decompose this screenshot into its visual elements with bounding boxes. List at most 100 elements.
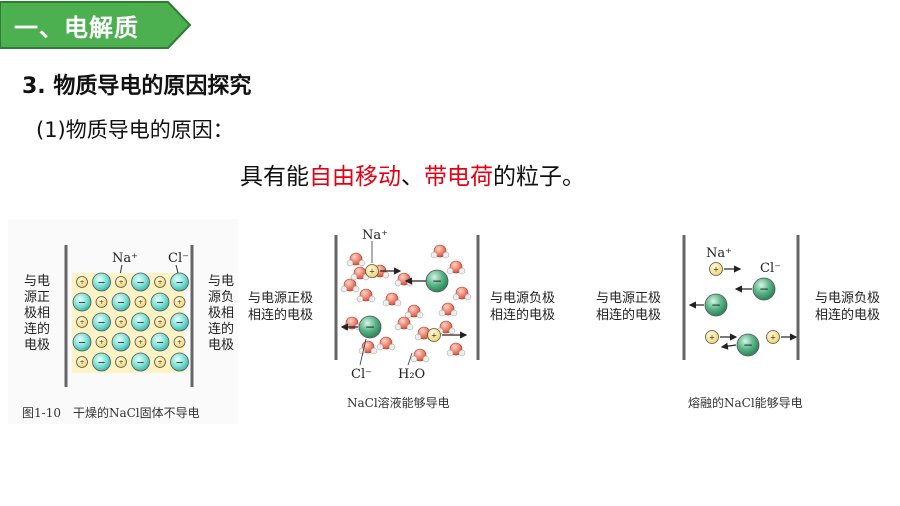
solid-left-label-line: 连的 bbox=[24, 321, 50, 337]
svg-text:−: − bbox=[136, 357, 144, 368]
svg-text:+: + bbox=[431, 330, 437, 339]
plus-ion-icon: + bbox=[173, 336, 186, 348]
minus-ion-icon: − bbox=[704, 293, 728, 317]
water-molecule bbox=[350, 266, 370, 281]
answer-prefix: 具有能 bbox=[240, 164, 309, 190]
water-molecule bbox=[382, 292, 402, 307]
minus-ion-icon: − bbox=[736, 333, 760, 357]
minus-ion-icon: − bbox=[425, 269, 449, 293]
svg-text:+: + bbox=[369, 266, 375, 275]
minus-ion-icon: − bbox=[170, 312, 189, 332]
plus-ion-icon: + bbox=[173, 296, 186, 308]
svg-text:+: + bbox=[177, 339, 182, 346]
sub-title: (1)物质导电的原因： bbox=[36, 118, 234, 142]
solution-particles: + + − − bbox=[340, 241, 472, 366]
solution-right-label-line: 与电源负极 bbox=[490, 291, 555, 306]
plus-ion-icon: + bbox=[365, 264, 379, 278]
water-molecule bbox=[346, 252, 366, 267]
water-molecule bbox=[404, 304, 424, 319]
solution-figure: 与电源正极 相连的电极 与电源负极 相连的电极 Na⁺ Cl⁻ H₂O ++−−… bbox=[248, 228, 555, 410]
svg-text:−: − bbox=[117, 337, 125, 348]
minus-ion-icon: − bbox=[752, 277, 776, 301]
section-banner: 一、电解质 bbox=[0, 0, 192, 50]
banner-shape bbox=[0, 1, 192, 49]
svg-text:+: + bbox=[99, 339, 104, 346]
svg-text:−: − bbox=[156, 297, 164, 308]
svg-text:+: + bbox=[118, 279, 123, 286]
solid-right-label-line: 与电 bbox=[208, 274, 234, 289]
molten-left-label-line: 相连的电极 bbox=[596, 307, 661, 323]
minus-ion-icon: − bbox=[150, 332, 170, 352]
molten-figure: 与电源正极 相连的电极 与电源负极 相连的电极 Na⁺ Cl⁻ +++−−− 熔… bbox=[596, 235, 880, 410]
svg-text:+: + bbox=[118, 319, 123, 326]
minus-ion-icon: − bbox=[111, 292, 131, 312]
water-molecule bbox=[446, 260, 466, 275]
svg-text:−: − bbox=[97, 277, 105, 288]
solid-left-label-line: 与电 bbox=[24, 274, 50, 289]
svg-text:+: + bbox=[709, 332, 715, 341]
figure-svg: 与电 源正 极相 连的 电极 与电 源负 极相 连的 电极 Na⁺ Cl⁻ +−… bbox=[8, 219, 880, 424]
plus-ion-icon: + bbox=[134, 336, 147, 348]
svg-text:+: + bbox=[138, 339, 143, 346]
plus-ion-icon: + bbox=[134, 296, 147, 308]
solid-na-label: Na⁺ bbox=[112, 251, 138, 266]
water-molecule bbox=[394, 272, 414, 287]
svg-text:−: − bbox=[97, 317, 105, 328]
minus-ion-icon: − bbox=[131, 272, 150, 292]
svg-text:−: − bbox=[711, 298, 721, 312]
solid-right-label-line: 连的 bbox=[208, 321, 234, 337]
molten-na-label: Na⁺ bbox=[706, 246, 732, 261]
molten-cl-label: Cl⁻ bbox=[760, 261, 781, 276]
svg-text:+: + bbox=[157, 319, 162, 326]
plus-ion-icon: + bbox=[95, 336, 108, 348]
plus-ion-icon: + bbox=[709, 262, 723, 276]
solid-left-label-line: 电极 bbox=[24, 338, 50, 353]
svg-text:+: + bbox=[79, 279, 84, 286]
svg-text:−: − bbox=[117, 297, 125, 308]
water-molecule bbox=[376, 336, 396, 351]
solid-left-label-line: 源正 bbox=[24, 290, 50, 305]
minus-ion-icon: − bbox=[150, 292, 170, 312]
minus-ion-icon: − bbox=[72, 292, 92, 312]
svg-text:+: + bbox=[177, 299, 182, 306]
minus-ion-icon: − bbox=[131, 352, 150, 372]
water-molecule bbox=[430, 244, 450, 259]
svg-text:−: − bbox=[759, 282, 769, 296]
solution-right-label-line: 相连的电极 bbox=[490, 307, 555, 323]
svg-text:−: − bbox=[156, 337, 164, 348]
figure-row: 与电 源正 极相 连的 电极 与电 源负 极相 连的 电极 Na⁺ Cl⁻ +−… bbox=[0, 215, 900, 425]
solid-left-label: 与电 源正 极相 连的 电极 bbox=[24, 274, 50, 353]
svg-text:−: − bbox=[136, 277, 144, 288]
molten-caption: 熔融的NaCl能够导电 bbox=[688, 395, 803, 410]
solid-cl-label: Cl⁻ bbox=[168, 251, 189, 266]
solid-right-label-line: 极相 bbox=[208, 306, 234, 321]
answer-separator: 、 bbox=[401, 164, 424, 190]
plus-ion-icon: + bbox=[154, 356, 166, 368]
water-molecule bbox=[438, 302, 458, 317]
plus-ion-icon: + bbox=[766, 330, 780, 344]
minus-ion-icon: − bbox=[92, 352, 111, 372]
molten-right-label-line: 与电源负极 bbox=[815, 291, 880, 306]
plus-ion-icon: + bbox=[705, 330, 719, 344]
solution-caption: NaCl溶液能够导电 bbox=[347, 395, 450, 410]
plus-ion-icon: + bbox=[115, 276, 127, 288]
plus-ion-icon: + bbox=[154, 276, 166, 288]
svg-text:−: − bbox=[365, 320, 375, 334]
minus-ion-icon: − bbox=[92, 312, 111, 332]
solid-right-label-line: 源负 bbox=[208, 290, 234, 305]
solid-right-label-line: 电极 bbox=[208, 338, 234, 353]
plus-ion-icon: + bbox=[115, 316, 127, 328]
svg-text:−: − bbox=[175, 277, 183, 288]
answer-highlight-2: 带电荷 bbox=[424, 164, 493, 190]
motion-arrow bbox=[720, 342, 737, 350]
svg-text:−: − bbox=[136, 317, 144, 328]
svg-text:+: + bbox=[118, 359, 123, 366]
svg-text:+: + bbox=[157, 359, 162, 366]
svg-text:−: − bbox=[432, 274, 442, 288]
svg-text:−: − bbox=[78, 337, 86, 348]
minus-ion-icon: − bbox=[111, 332, 131, 352]
svg-text:+: + bbox=[770, 332, 776, 341]
solution-cl-label: Cl⁻ bbox=[351, 367, 372, 382]
svg-text:+: + bbox=[99, 299, 104, 306]
minus-ion-icon: − bbox=[72, 332, 92, 352]
